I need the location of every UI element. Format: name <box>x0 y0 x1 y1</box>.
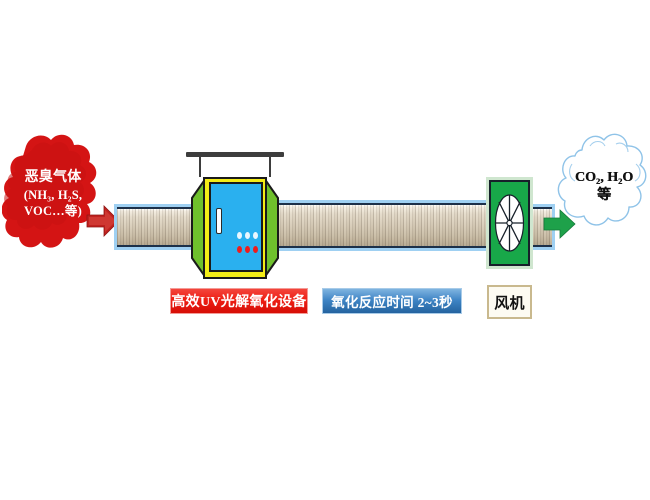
label-reaction-time: 氧化反应时间 2~3秒 <box>322 288 462 314</box>
status-dot <box>253 246 258 253</box>
uv-hanger-bar <box>186 152 284 157</box>
status-dot <box>237 246 242 253</box>
uv-status-indicators-white <box>237 232 258 239</box>
status-dot <box>245 246 250 253</box>
clean-gas-output-cloud: CO₂, H₂O 等 <box>556 128 650 246</box>
exhaust-fan-unit[interactable] <box>489 180 530 266</box>
label-fan: 风机 <box>487 285 532 319</box>
outlet-flow-arrow <box>543 208 577 245</box>
status-dot <box>245 232 250 239</box>
uv-door-handle[interactable] <box>216 208 222 234</box>
air-duct-inlet-section <box>114 204 198 250</box>
status-dot <box>237 232 242 239</box>
uv-photolysis-oxidation-unit[interactable] <box>186 152 284 280</box>
inlet-flow-arrow <box>86 203 120 244</box>
white-cloud-shape <box>557 133 647 226</box>
status-dot <box>253 232 258 239</box>
uv-hanger-post-left <box>199 156 201 177</box>
air-duct-middle-section <box>274 200 492 251</box>
fan-icon <box>494 194 525 252</box>
uv-device-body <box>190 176 280 280</box>
uv-status-indicators-red <box>237 246 258 253</box>
label-uv-equipment: 高效UV光解氧化设备 <box>170 288 308 314</box>
uv-hanger-post-right <box>269 156 271 177</box>
red-cloud-shape <box>2 134 97 248</box>
uv-control-panel[interactable] <box>209 182 263 272</box>
